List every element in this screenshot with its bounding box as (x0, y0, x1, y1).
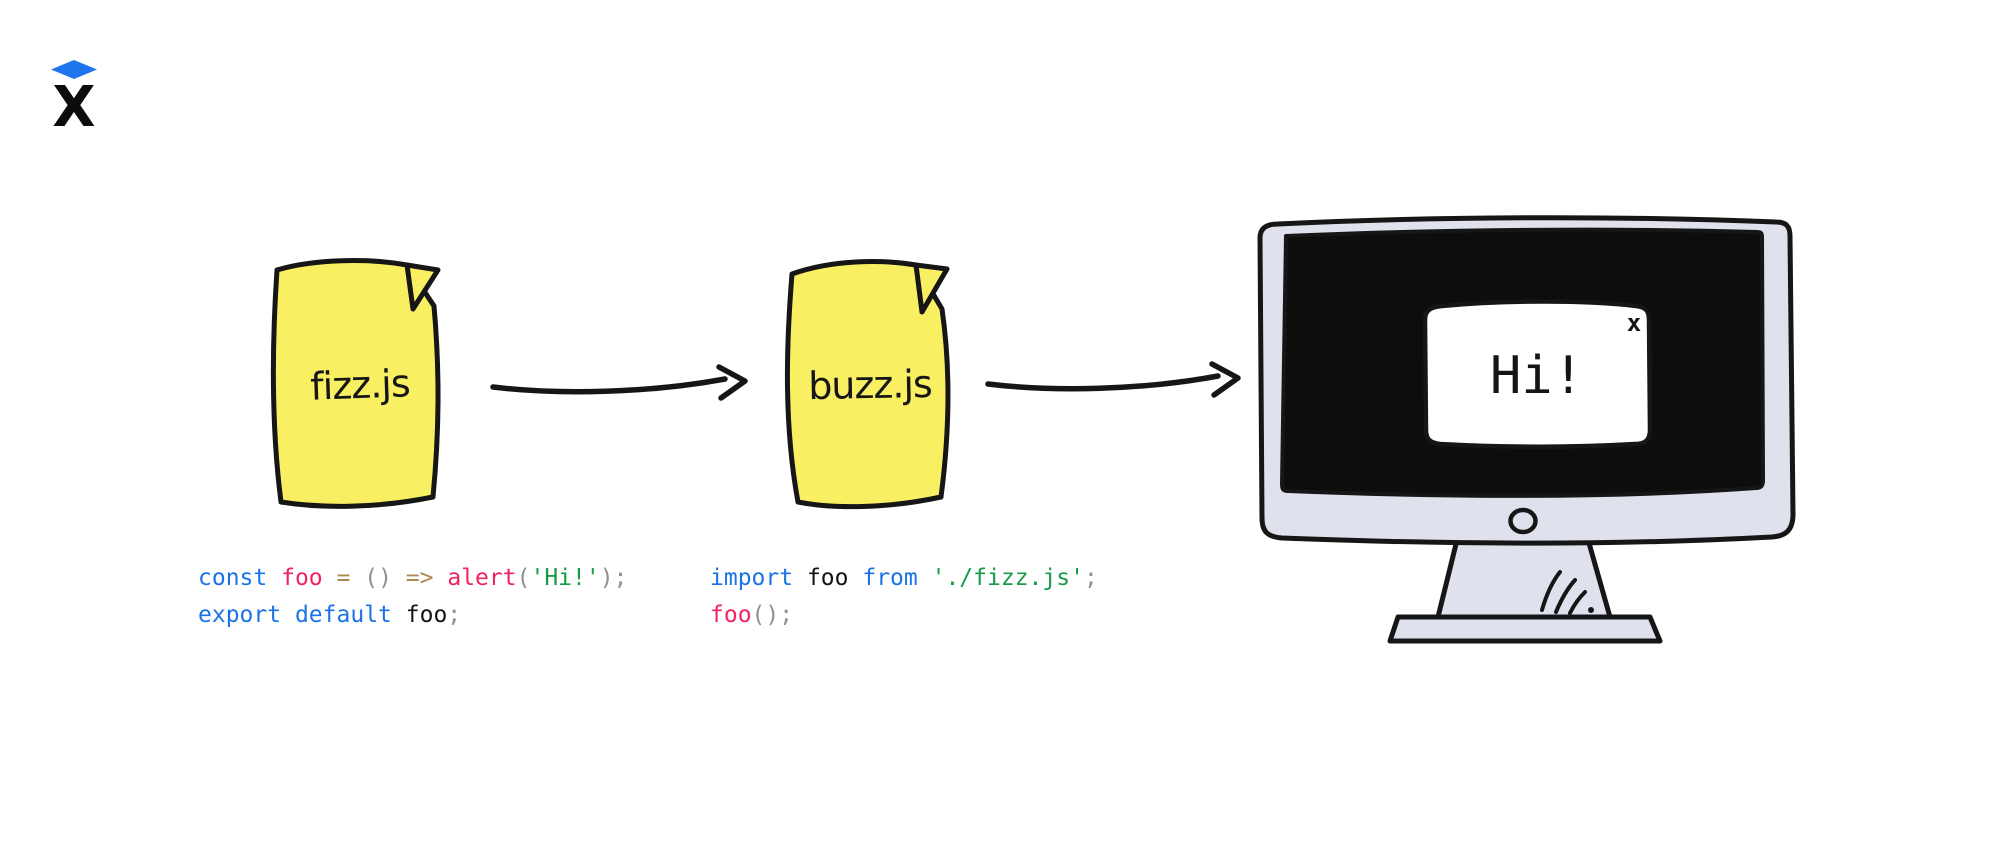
file-name-label: buzz.js (808, 362, 932, 408)
paper-folded-corner (404, 262, 441, 312)
fizz-js-file: fizz.js (264, 254, 460, 520)
paper-body (784, 259, 951, 510)
power-button-icon (1508, 507, 1538, 535)
file-name-label: fizz.js (310, 361, 411, 408)
arrow-line (985, 373, 1221, 392)
monitor: Hi! x (1256, 214, 1802, 660)
arrow-line (490, 376, 728, 395)
logo-letter: X (52, 75, 95, 132)
arrow-head-icon (1209, 361, 1241, 398)
code-line: const foo = () => alert('Hi!'); (198, 565, 628, 591)
close-icon: x (1627, 309, 1641, 337)
brand-logo[interactable]: X (44, 56, 104, 140)
code-line: foo(); (710, 601, 794, 628)
buzz-code-snippet: import foo from './fizz.js'; foo(); (710, 560, 1098, 633)
alert-message: Hi! (1490, 346, 1584, 406)
arrow-fizz-to-buzz (489, 363, 753, 413)
monitor-stand (1435, 533, 1613, 620)
code-line: export default foo; (198, 601, 462, 628)
code-line: import foo from './fizz.js'; (710, 565, 1098, 591)
paper-body (270, 258, 441, 509)
stand-shine-lines (1540, 570, 1594, 615)
paper-folded-corner (913, 262, 950, 315)
arrow-buzz-to-monitor (984, 358, 1246, 410)
monitor-base (1387, 614, 1663, 644)
buzz-js-file: buzz.js (776, 256, 968, 518)
arrow-head-icon (716, 364, 748, 401)
alert-dialog (1422, 299, 1653, 449)
fizz-code-snippet: const foo = () => alert('Hi!'); export de… (198, 560, 627, 633)
logo-diamond-icon (51, 60, 97, 79)
